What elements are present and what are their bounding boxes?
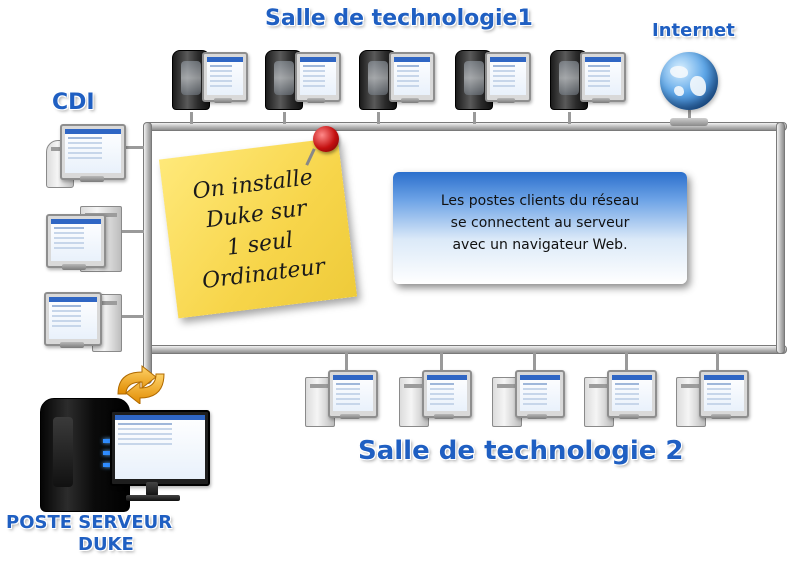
network-drop: [190, 112, 193, 124]
network-drop: [716, 352, 719, 374]
globe-connector: [670, 118, 708, 126]
info-line: Les postes clients du réseau: [440, 193, 640, 209]
network-drop: [533, 352, 536, 374]
monitor-icon: [295, 52, 341, 102]
network-drop: [377, 112, 380, 124]
cdi-title: CDI: [52, 90, 95, 115]
monitor-icon: [328, 370, 378, 418]
network-drop: [625, 352, 628, 374]
sticky-note: On installe Duke sur 1 seul Ordinateur: [158, 137, 358, 319]
info-box: Les postes clients du réseau se connecte…: [393, 172, 687, 284]
network-drop: [126, 146, 144, 149]
monitor-icon: [515, 370, 565, 418]
network-backbone-left: [143, 122, 152, 384]
salle2-title: Salle de technologie 2: [358, 436, 684, 466]
network-backbone-right: [776, 122, 785, 354]
monitor-icon: [46, 214, 106, 268]
network-drop: [473, 112, 476, 124]
globe-icon: [660, 52, 718, 110]
pushpin-icon: [313, 126, 339, 152]
salle1-title: Salle de technologie1: [265, 6, 533, 31]
monitor-icon: [580, 52, 626, 102]
network-drop: [122, 230, 144, 233]
monitor-icon: [60, 124, 126, 180]
monitor-icon: [202, 52, 248, 102]
server-title-line1: POSTE SERVEUR: [6, 512, 173, 533]
network-drop: [345, 352, 348, 374]
network-drop: [440, 352, 443, 374]
network-drop: [122, 315, 144, 318]
info-line: avec un navigateur Web.: [452, 237, 628, 253]
network-drop: [283, 112, 286, 124]
monitor-icon: [699, 370, 749, 418]
monitor-icon: [485, 52, 531, 102]
sync-arrows-icon: [117, 364, 165, 404]
info-line: se connectent au serveur: [450, 215, 630, 231]
monitor-icon: [44, 292, 102, 346]
monitor-icon: [389, 52, 435, 102]
network-drop: [568, 112, 571, 124]
network-drop: [688, 110, 691, 124]
monitor-icon: [607, 370, 657, 418]
server-title-line2: DUKE: [78, 534, 134, 555]
internet-title: Internet: [652, 20, 735, 41]
monitor-icon: [422, 370, 472, 418]
monitor-icon: [110, 410, 210, 486]
network-backbone-bottom: [145, 345, 787, 354]
